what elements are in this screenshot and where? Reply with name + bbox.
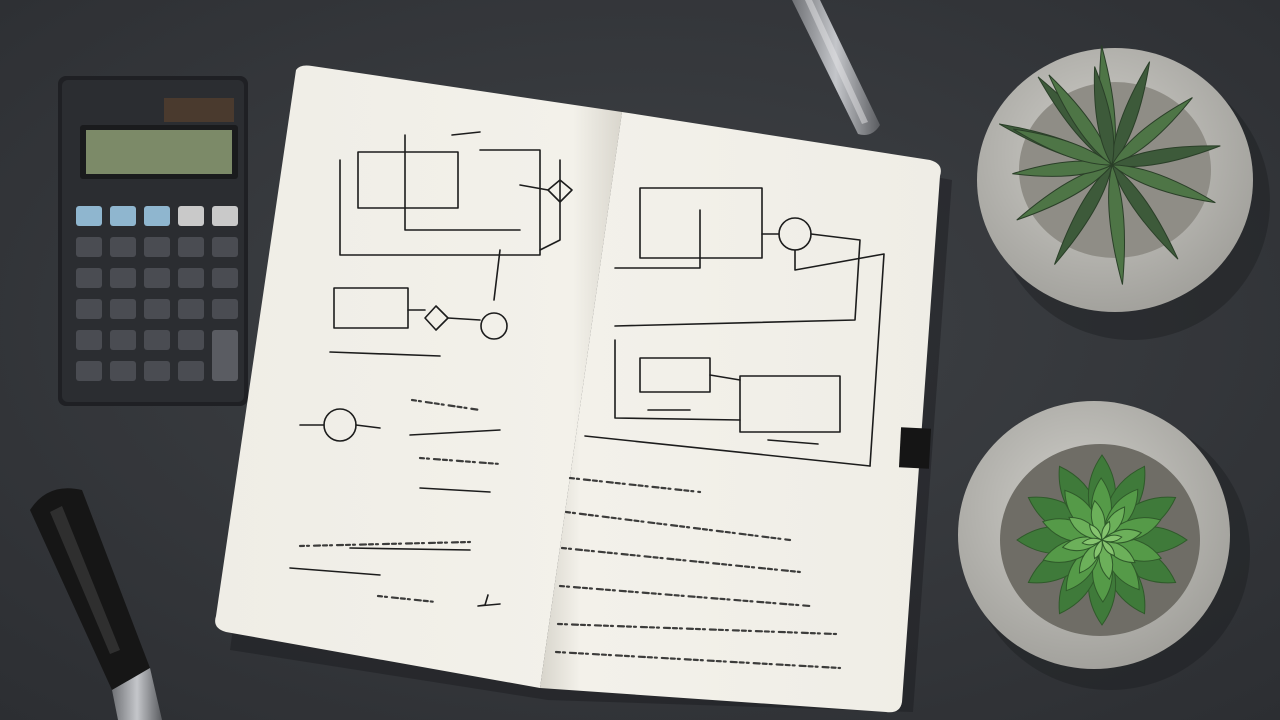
calculator-key-plus: [212, 330, 238, 381]
open-notebook: [215, 65, 941, 713]
succulent-leaf: [1101, 539, 1115, 557]
handwriting-line: [554, 650, 842, 670]
succulent-leaf: [1093, 539, 1103, 560]
calculator-key: [144, 299, 170, 319]
aloe-plant: [998, 45, 1221, 285]
calculator-key: [212, 299, 238, 319]
aloe-plant-pot: [977, 45, 1270, 340]
right-page-diagram: [584, 187, 885, 467]
calculator: [58, 76, 248, 406]
handwriting-line: [376, 594, 438, 604]
handwriting-line: [298, 540, 472, 548]
marker-bottom-left: [30, 488, 162, 720]
calculator-key: [178, 206, 204, 226]
calculator-key: [178, 237, 204, 257]
calculator-key: [178, 299, 204, 319]
aloe-leaf: [1111, 61, 1151, 167]
left-page-diagram: [289, 131, 573, 607]
bookmark-ribbon: [898, 427, 932, 469]
aloe-leaf: [1110, 145, 1221, 167]
solar-panel: [164, 98, 234, 122]
handwriting-line: [558, 584, 812, 608]
notebook-handwriting: [298, 398, 842, 670]
aloe-leaf: [1110, 97, 1193, 166]
handwriting-line: [418, 456, 502, 466]
calculator-key: [212, 237, 238, 257]
calculator-key: [76, 299, 102, 319]
pen-top: [792, 0, 880, 135]
aloe-leaf: [1111, 163, 1179, 260]
succulent-plant: [1016, 454, 1188, 626]
calculator-key: [76, 268, 102, 288]
calculator-key: [110, 299, 136, 319]
calculator-display: [86, 130, 232, 174]
calculator-key: [76, 237, 102, 257]
aloe-leaf: [1093, 66, 1115, 167]
calculator-key: [178, 330, 204, 350]
calculator-keypad: [76, 206, 238, 381]
calculator-key: [110, 237, 136, 257]
calculator-key: [76, 330, 102, 350]
calculator-key: [144, 330, 170, 350]
handwriting-line: [564, 510, 792, 542]
calculator-key: [76, 361, 102, 381]
handwriting-line: [556, 622, 838, 636]
aloe-leaf: [1054, 163, 1113, 265]
succulent-leaf: [1089, 523, 1103, 541]
succulent-leaf: [1081, 537, 1103, 546]
calculator-key: [144, 237, 170, 257]
succulent-plant-pot: [958, 401, 1250, 690]
succulent-leaf: [1101, 520, 1111, 541]
aloe-leaf: [1108, 163, 1125, 285]
calculator-key: [144, 361, 170, 381]
calculator-key: [212, 206, 238, 226]
calculator-key: [178, 361, 204, 381]
handwriting-line: [560, 546, 802, 574]
left-page: [215, 65, 622, 688]
succulent-leaf: [1101, 534, 1123, 543]
handwriting-line: [568, 476, 702, 494]
aloe-leaf: [1110, 164, 1216, 204]
calculator-key: [178, 268, 204, 288]
calculator-key: [144, 206, 170, 226]
calculator-key: [110, 361, 136, 381]
calculator-key: [76, 206, 102, 226]
calculator-key: [110, 206, 136, 226]
calculator-key: [212, 268, 238, 288]
calculator-key: [110, 268, 136, 288]
calculator-key: [110, 330, 136, 350]
calculator-key: [144, 268, 170, 288]
aloe-leaf: [1013, 128, 1114, 166]
